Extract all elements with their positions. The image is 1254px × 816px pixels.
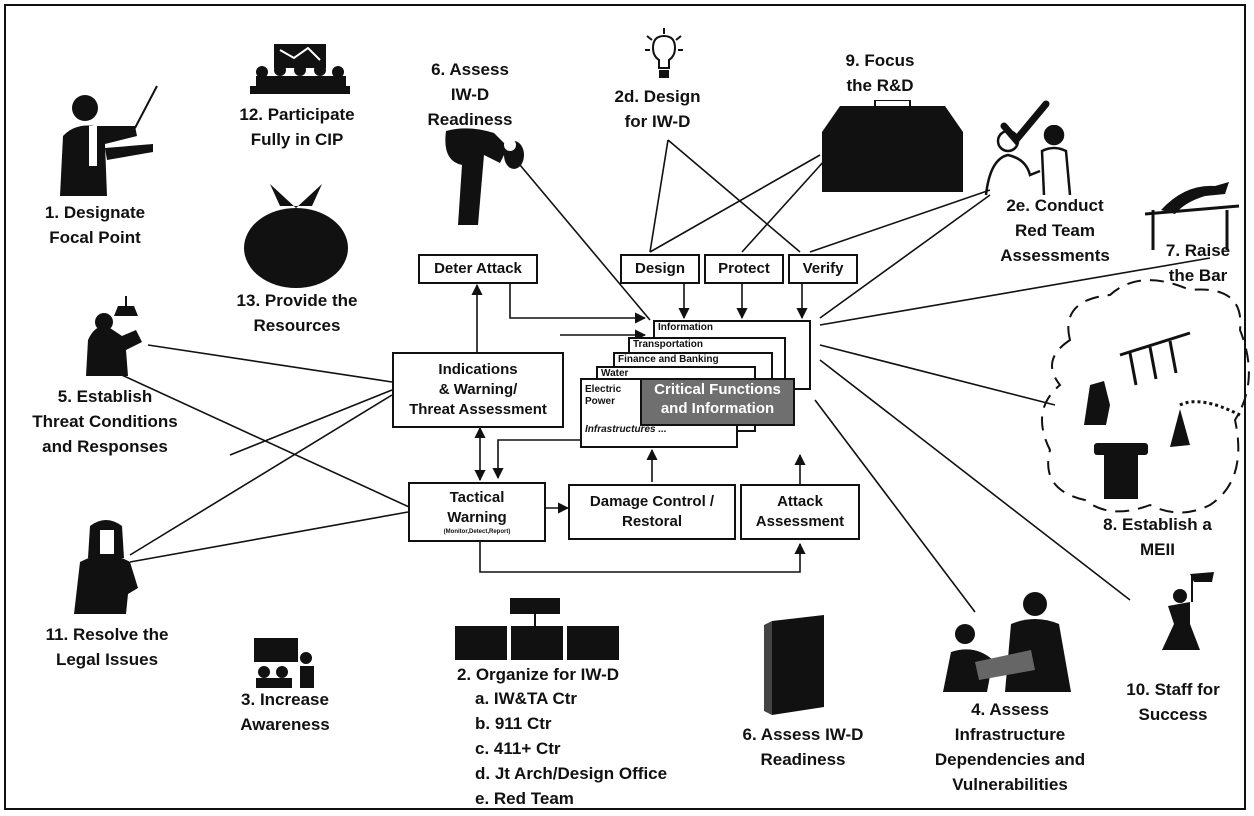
toolbox-icon bbox=[822, 100, 963, 192]
speaker-audience-icon bbox=[254, 638, 314, 688]
lamp-figure-icon bbox=[86, 296, 142, 376]
goal-organize-title: 2. Organize for IW-D bbox=[456, 665, 620, 684]
money-bag-icon bbox=[244, 184, 348, 288]
box-verify: Verify bbox=[788, 254, 858, 284]
arrow-tactical-to-attack bbox=[479, 542, 806, 573]
line-meii bbox=[819, 344, 1056, 406]
line-threat-2 bbox=[99, 364, 421, 513]
organize-item: d. Jt Arch/Design Office bbox=[475, 764, 668, 783]
arrow-deter-to-stack bbox=[509, 284, 647, 324]
organize-item: e. Red Team bbox=[475, 789, 574, 808]
line-threat-1 bbox=[147, 344, 393, 383]
box-protect: Protect bbox=[704, 254, 784, 284]
conductor-icon bbox=[60, 85, 158, 196]
line-rd-1 bbox=[649, 154, 821, 253]
bowing-figure-icon bbox=[445, 128, 524, 225]
box-design: Design bbox=[620, 254, 700, 284]
box-critical-functions: Critical Functions and Information bbox=[640, 378, 795, 426]
organize-item: a. IW&TA Ctr bbox=[475, 689, 577, 708]
line-raise-bar bbox=[819, 257, 1211, 326]
binder-icon bbox=[764, 615, 824, 715]
box-indications-warning: Indications& Warning/Threat Assessment bbox=[392, 352, 564, 428]
judge-icon bbox=[74, 520, 138, 614]
line-infra bbox=[814, 399, 976, 613]
high-jumper-icon bbox=[1145, 182, 1240, 250]
line-redteam-2 bbox=[819, 194, 991, 319]
doctor-patient-icon bbox=[984, 125, 1072, 195]
line-legal-2 bbox=[129, 394, 393, 556]
meeting-icon bbox=[250, 44, 350, 94]
infrastructure-cloud-icon bbox=[1084, 331, 1241, 499]
organize-item: c. 411+ Ctr bbox=[475, 739, 561, 758]
tactical-subtitle: (Monitor,Detect,Report) bbox=[443, 529, 511, 535]
meii-cloud bbox=[1041, 279, 1250, 514]
box-damage-control: Damage Control /Restoral bbox=[568, 484, 736, 540]
goal-organize-list: a. IW&TA Ctr b. 911 Ctr c. 411+ Ctr d. J… bbox=[475, 686, 667, 811]
people-group-icon bbox=[943, 592, 1071, 692]
lightbulb-icon bbox=[645, 28, 683, 78]
line-legal-1 bbox=[229, 389, 393, 456]
organize-item: b. 911 Ctr bbox=[475, 714, 552, 733]
line-readiness bbox=[519, 164, 651, 321]
line-redteam-1 bbox=[809, 189, 991, 253]
diagram-frame bbox=[4, 4, 1246, 810]
climber-icon bbox=[1162, 572, 1214, 650]
org-chart-icon bbox=[455, 598, 619, 660]
line-staff bbox=[819, 359, 1131, 601]
box-deter-attack: Deter Attack bbox=[418, 254, 538, 284]
line-rd-2 bbox=[741, 159, 826, 253]
arrow-stack-to-tactical bbox=[492, 439, 580, 480]
line-design-1 bbox=[649, 139, 669, 253]
line-legal-3 bbox=[129, 511, 409, 563]
line-design-2 bbox=[667, 139, 801, 253]
